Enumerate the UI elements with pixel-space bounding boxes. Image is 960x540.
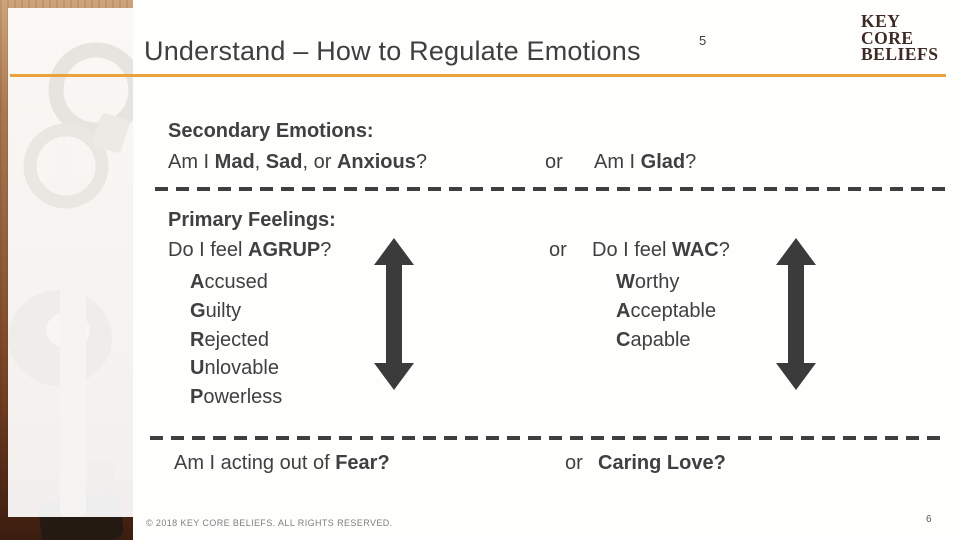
list-item: Unlovable <box>190 357 279 380</box>
up-down-arrow-icon <box>372 238 416 390</box>
list-item: Rejected <box>190 328 269 351</box>
secondary-emotions-heading: Secondary Emotions: <box>168 120 374 142</box>
page-title: Understand – How to Regulate Emotions <box>144 36 641 66</box>
up-down-arrow-icon <box>774 238 818 390</box>
copyright-text: © 2018 KEY CORE BELIEFS. ALL RIGHTS RESE… <box>146 518 393 528</box>
secondary-question-left: Am I Mad, Sad, or Anxious? <box>168 151 427 173</box>
primary-question-left: Do I feel AGRUP? <box>168 239 332 261</box>
faded-keys-icon <box>8 42 133 517</box>
logo-line: KEY <box>861 11 901 31</box>
list-item: Acceptable <box>616 299 717 322</box>
keys-photo <box>0 0 133 540</box>
accent-divider <box>10 74 946 77</box>
primary-or: or <box>549 239 567 261</box>
list-item: Worthy <box>616 271 680 293</box>
primary-feelings-heading: Primary Feelings: <box>168 209 336 231</box>
slide-number: 6 <box>926 514 932 525</box>
logo-line: CORE <box>861 27 914 48</box>
photo-white-overlay <box>8 8 133 517</box>
list-item: Capable <box>616 328 691 351</box>
page-number-superscript: 5 <box>699 33 707 48</box>
list-item: Accused <box>190 271 268 293</box>
acting-or: or <box>565 452 583 474</box>
primary-question-right: Do I feel WAC? <box>592 239 730 261</box>
acting-question-left: Am I acting out of Fear? <box>174 452 390 474</box>
list-item: Guilty <box>190 299 242 322</box>
list-item: Powerless <box>190 386 283 409</box>
agrup-list: Accused Guilty Rejected Unlovable Powerl… <box>190 268 282 412</box>
secondary-or: or <box>545 151 563 173</box>
acting-question-right: Caring Love? <box>598 452 726 474</box>
dashed-divider-top <box>155 187 947 191</box>
secondary-question-right: Am I Glad? <box>594 151 697 173</box>
wac-list: Worthy Acceptable Capable <box>616 268 716 354</box>
logo-line: BELIEFS <box>861 44 939 64</box>
dashed-divider-bottom <box>150 436 947 440</box>
key-core-beliefs-logo: KEY CORE BELIEFS <box>861 13 938 63</box>
